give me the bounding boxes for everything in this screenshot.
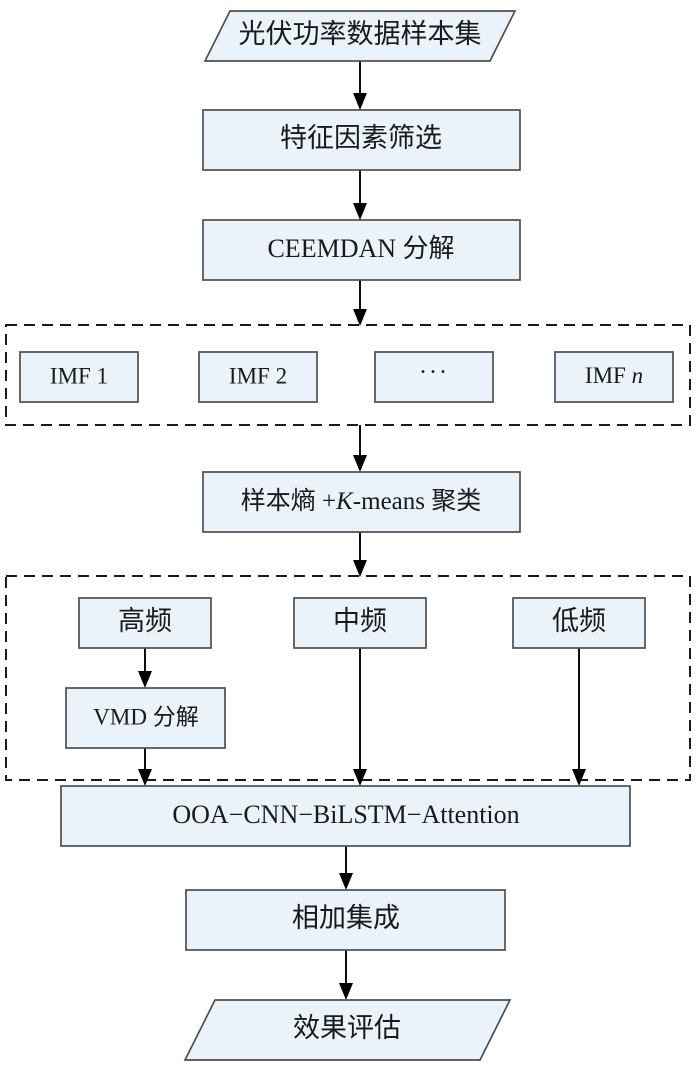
node-data-sample-set-label: 光伏功率数据样本集 xyxy=(239,19,482,49)
node-imf-n-index: n xyxy=(632,363,644,388)
connector-ceemdan-to-imfgroup xyxy=(353,280,367,326)
node-sample-entropy-kmeans[interactable]: 样本熵 +K-means 聚类 xyxy=(202,471,521,533)
node-imf-1-label: IMF 1 xyxy=(50,363,108,388)
node-ceemdan[interactable]: CEEMDAN 分解 xyxy=(202,219,521,281)
connector-entropy-to-freqgroup xyxy=(353,532,367,577)
node-low-frequency-label: 低频 xyxy=(552,606,606,636)
node-imf-ellipsis[interactable]: ··· xyxy=(374,351,494,403)
node-evaluation-label: 效果评估 xyxy=(293,1013,401,1043)
connector-ensemble-to-evaluation xyxy=(339,950,353,1000)
node-mid-frequency-label: 中频 xyxy=(333,606,387,636)
node-entropy-k: K xyxy=(335,488,354,515)
node-model-label: OOA−CNN−BiLSTM−Attention xyxy=(172,800,519,829)
node-data-sample-set[interactable]: 光伏功率数据样本集 xyxy=(203,10,517,62)
node-model[interactable]: OOA−CNN−BiLSTM−Attention xyxy=(60,785,631,847)
connector-imfgroup-to-entropy xyxy=(353,425,367,472)
node-mid-frequency[interactable]: 中频 xyxy=(293,597,427,649)
node-additive-ensemble-label: 相加集成 xyxy=(292,903,400,933)
node-entropy-suffix: -means 聚类 xyxy=(353,487,481,515)
connector-lowfreq-to-model xyxy=(572,648,586,786)
frequency-group-container xyxy=(5,575,691,781)
connector-midfreq-to-model xyxy=(353,648,367,786)
node-imf-2-label: IMF 2 xyxy=(229,363,287,388)
node-additive-ensemble[interactable]: 相加集成 xyxy=(185,889,506,951)
node-vmd[interactable]: VMD 分解 xyxy=(65,687,226,749)
node-imf-n-prefix: IMF xyxy=(585,363,632,388)
node-feature-selection-label: 特征因素筛选 xyxy=(280,123,442,153)
connector-sampleset-to-feature xyxy=(353,61,367,110)
node-imf-ellipsis-label: ··· xyxy=(419,360,449,386)
imf-group-container xyxy=(5,324,691,426)
node-evaluation[interactable]: 效果评估 xyxy=(183,999,512,1061)
node-high-frequency-label: 高频 xyxy=(118,606,172,636)
connector-highfreq-to-vmd xyxy=(138,648,152,688)
node-imf-n[interactable]: IMF n xyxy=(554,351,674,403)
node-high-frequency[interactable]: 高频 xyxy=(78,597,212,649)
svg-text:样本熵 +K-means 聚类: 样本熵 +K-means 聚类 xyxy=(241,487,482,515)
svg-text:IMF n: IMF n xyxy=(585,363,643,388)
node-feature-selection[interactable]: 特征因素筛选 xyxy=(202,109,521,171)
connector-model-to-ensemble xyxy=(339,846,353,890)
connector-feature-to-ceemdan xyxy=(353,170,367,220)
node-imf-2[interactable]: IMF 2 xyxy=(198,351,318,403)
node-vmd-label: VMD 分解 xyxy=(93,704,198,729)
node-entropy-prefix: 样本熵 + xyxy=(241,487,336,515)
node-ceemdan-label: CEEMDAN 分解 xyxy=(267,234,454,263)
node-imf-1[interactable]: IMF 1 xyxy=(19,351,139,403)
node-low-frequency[interactable]: 低频 xyxy=(512,597,646,649)
connector-vmd-to-model xyxy=(138,748,152,786)
